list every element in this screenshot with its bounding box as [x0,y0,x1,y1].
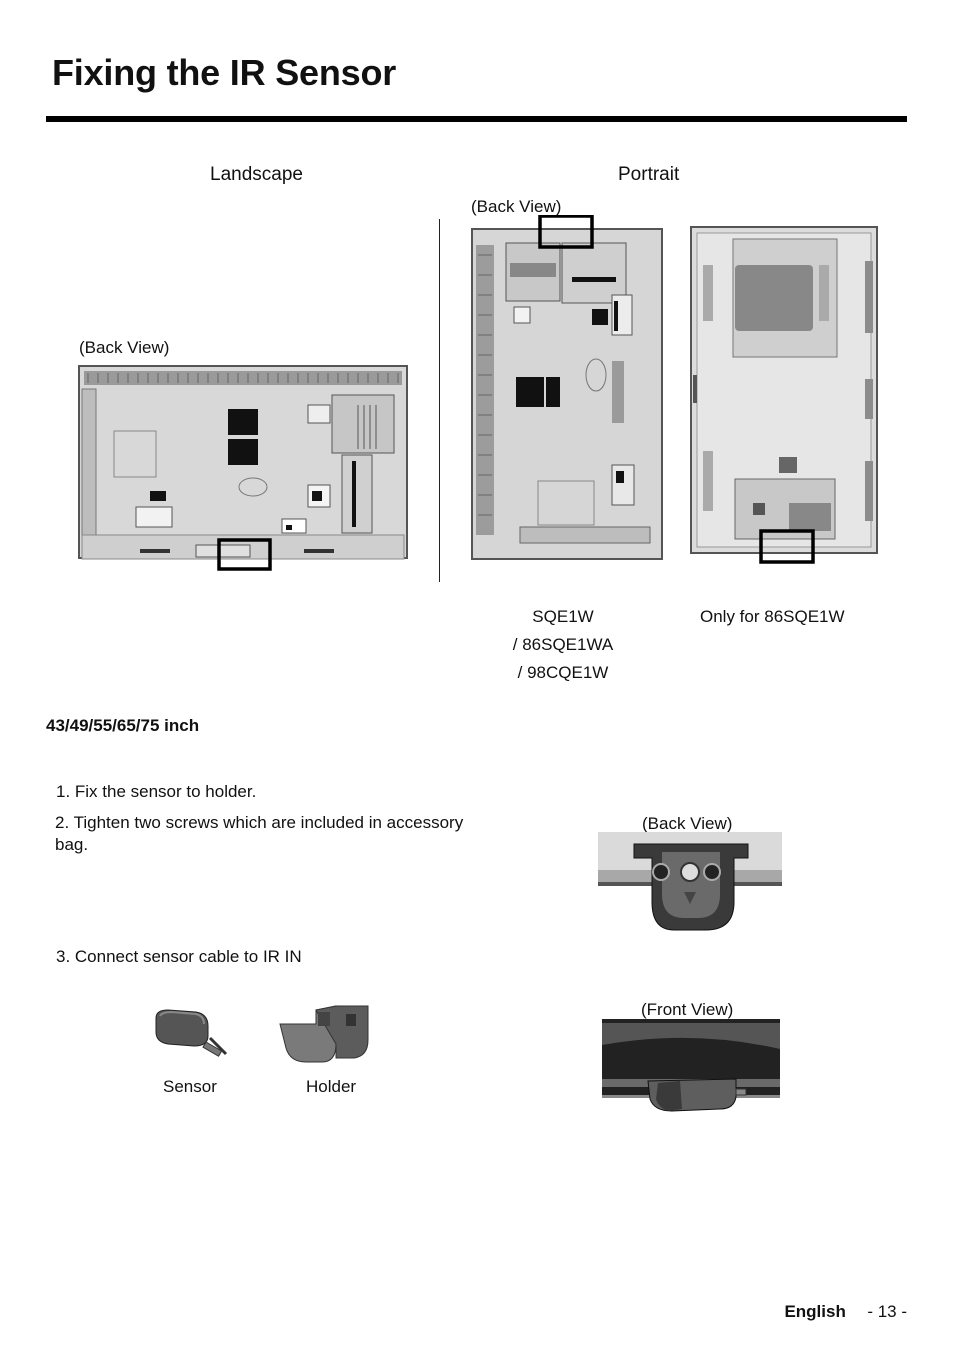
footer-language: English [784,1302,846,1321]
step-2: 2. Tighten two screws which are included… [55,813,464,854]
page-footer: English - 13 - [784,1302,907,1322]
model-list-left: SQE1W / 86SQE1WA / 98CQE1W [492,603,634,687]
holder-illustration [276,1000,372,1066]
holder-mounted-front-illustration [602,1019,780,1115]
detail-front-view-label: (Front View) [641,1000,734,1019]
landscape-heading: Landscape [210,164,303,185]
page-title: Fixing the IR Sensor [52,52,397,93]
portrait-back-view-label: (Back View) [471,197,562,216]
landscape-back-view-label: (Back View) [79,338,170,357]
size-subheading: 43/49/55/65/75 inch [46,716,200,735]
sensor-label: Sensor [163,1077,217,1096]
model-86sqe1wa: / 86SQE1WA [512,635,614,654]
model-86sqe1w-note: Only for 86SQE1W [700,607,845,626]
holder-label: Holder [306,1077,357,1096]
holder-mounted-back-illustration [598,832,782,934]
page-number: - 13 - [867,1302,907,1321]
portrait-tv-back-illustration [470,215,666,561]
step-3: 3. Connect sensor cable to IR IN [56,947,302,966]
sensor-illustration [150,1002,230,1060]
model-sqe1w: SQE1W [532,607,594,626]
step-1: 1. Fix the sensor to holder. [56,782,257,801]
portrait-heading: Portrait [618,164,680,185]
landscape-tv-back-illustration [78,365,410,573]
column-divider [439,219,440,582]
title-rule [46,116,907,122]
portrait-86-tv-back-illustration [689,225,881,565]
detail-back-view-label: (Back View) [642,814,733,833]
model-98cqe1w: / 98CQE1W [517,663,609,682]
